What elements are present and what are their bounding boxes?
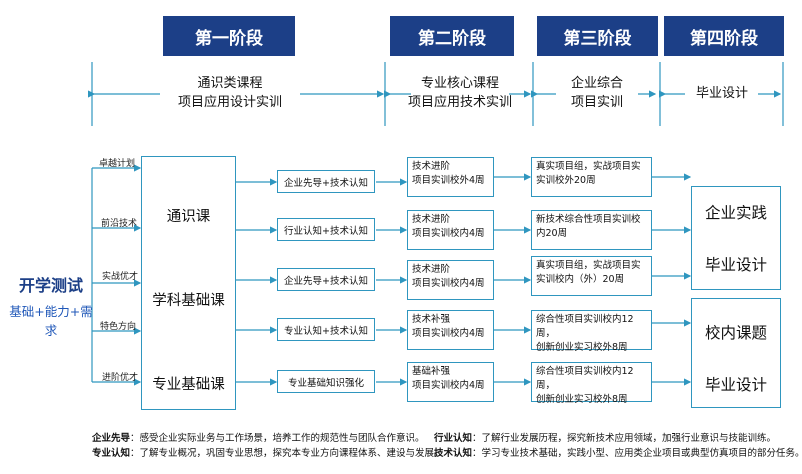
stage2-box: 技术补强项目实训校内4周 [407, 310, 494, 350]
track-label: 实战优才 [102, 272, 139, 282]
phase-3-title: 企业综合项目实训 [570, 76, 623, 110]
core-course-box: 通识课 学科基础课 专业基础课 [141, 156, 236, 410]
stage3-box: 综合性项目实训校内12周，创新创业实习校外8周 [531, 310, 652, 353]
core-course-major: 专业基础课 [152, 376, 225, 393]
outcome-line: 毕业设计 [704, 376, 767, 394]
stage3-box: 真实项目组，实战项目实实训校内（外）20周 [531, 256, 652, 296]
skill-box: 行业认知+技术认知 [277, 218, 375, 241]
skill-box: 专业基础知识强化 [277, 370, 375, 393]
outcome-line: 毕业设计 [704, 256, 767, 274]
footnote: 行业认知：了解行业发展历程，探究新技术应用领域，加强行业意识与技能训练。 [434, 433, 777, 444]
phase-2-header: 第二阶段 [390, 16, 514, 56]
core-course-discipline: 学科基础课 [152, 292, 225, 309]
stage2-box: 技术进阶项目实训校外4周 [407, 157, 494, 197]
stage2-box: 技术进阶项目实训校内4周 [407, 260, 494, 300]
skill-box: 企业先导+技术认知 [277, 170, 375, 193]
outcome-enterprise-box: 企业实践 毕业设计 [691, 186, 781, 290]
phase-4-header: 第四阶段 [664, 16, 784, 56]
phase-4-title: 毕业设计 [695, 86, 748, 101]
outcome-campus-box: 校内课题 毕业设计 [691, 298, 781, 408]
skill-box: 企业先导+技术认知 [277, 268, 375, 291]
track-label: 前沿技术 [101, 219, 138, 229]
phase-1-header: 第一阶段 [163, 16, 295, 56]
entry-title: 开学测试 [18, 276, 83, 295]
outcome-line: 企业实践 [704, 204, 767, 222]
entry-test: 开学测试 基础+能力+需求 [4, 272, 98, 339]
stage3-box: 综合性项目实训校内12周，创新创业实习校外8周 [531, 362, 652, 405]
stage3-box: 真实项目组，实战项目实实训校外20周 [531, 157, 652, 197]
footnote: 企业先导：感受企业实际业务与工作场景，培养工作的规范性与团队合作意识。 [92, 433, 425, 444]
phase-3-header: 第三阶段 [537, 16, 658, 56]
core-course-general: 通识课 [166, 208, 211, 225]
footnote: 专业认知：了解专业概况，巩固专业思想，探究本专业方向课程体系、建设与发展。 [92, 448, 444, 459]
stage2-box: 基础补强项目实训校内4周 [407, 362, 494, 402]
footnote: 技术认知：学习专业技术基础，实践小型、应用类企业项目或典型仿真项目的部分任务。 [434, 448, 802, 459]
track-label: 特色方向 [100, 322, 137, 332]
track-label: 进阶优才 [102, 373, 139, 383]
entry-subtitle: 基础+能力+需求 [9, 304, 93, 338]
stage2-box: 技术进阶项目实训校内4周 [407, 210, 494, 250]
outcome-line: 校内课题 [704, 324, 767, 342]
skill-box: 专业认知+技术认知 [277, 318, 375, 341]
track-label: 卓越计划 [99, 159, 136, 169]
phase-1-title: 通识类课程项目应用设计实训 [177, 76, 282, 110]
stage3-box: 新技术综合性项目实训校内20周 [531, 210, 652, 250]
phase-2-title: 专业核心课程项目应用技术实训 [407, 76, 512, 110]
